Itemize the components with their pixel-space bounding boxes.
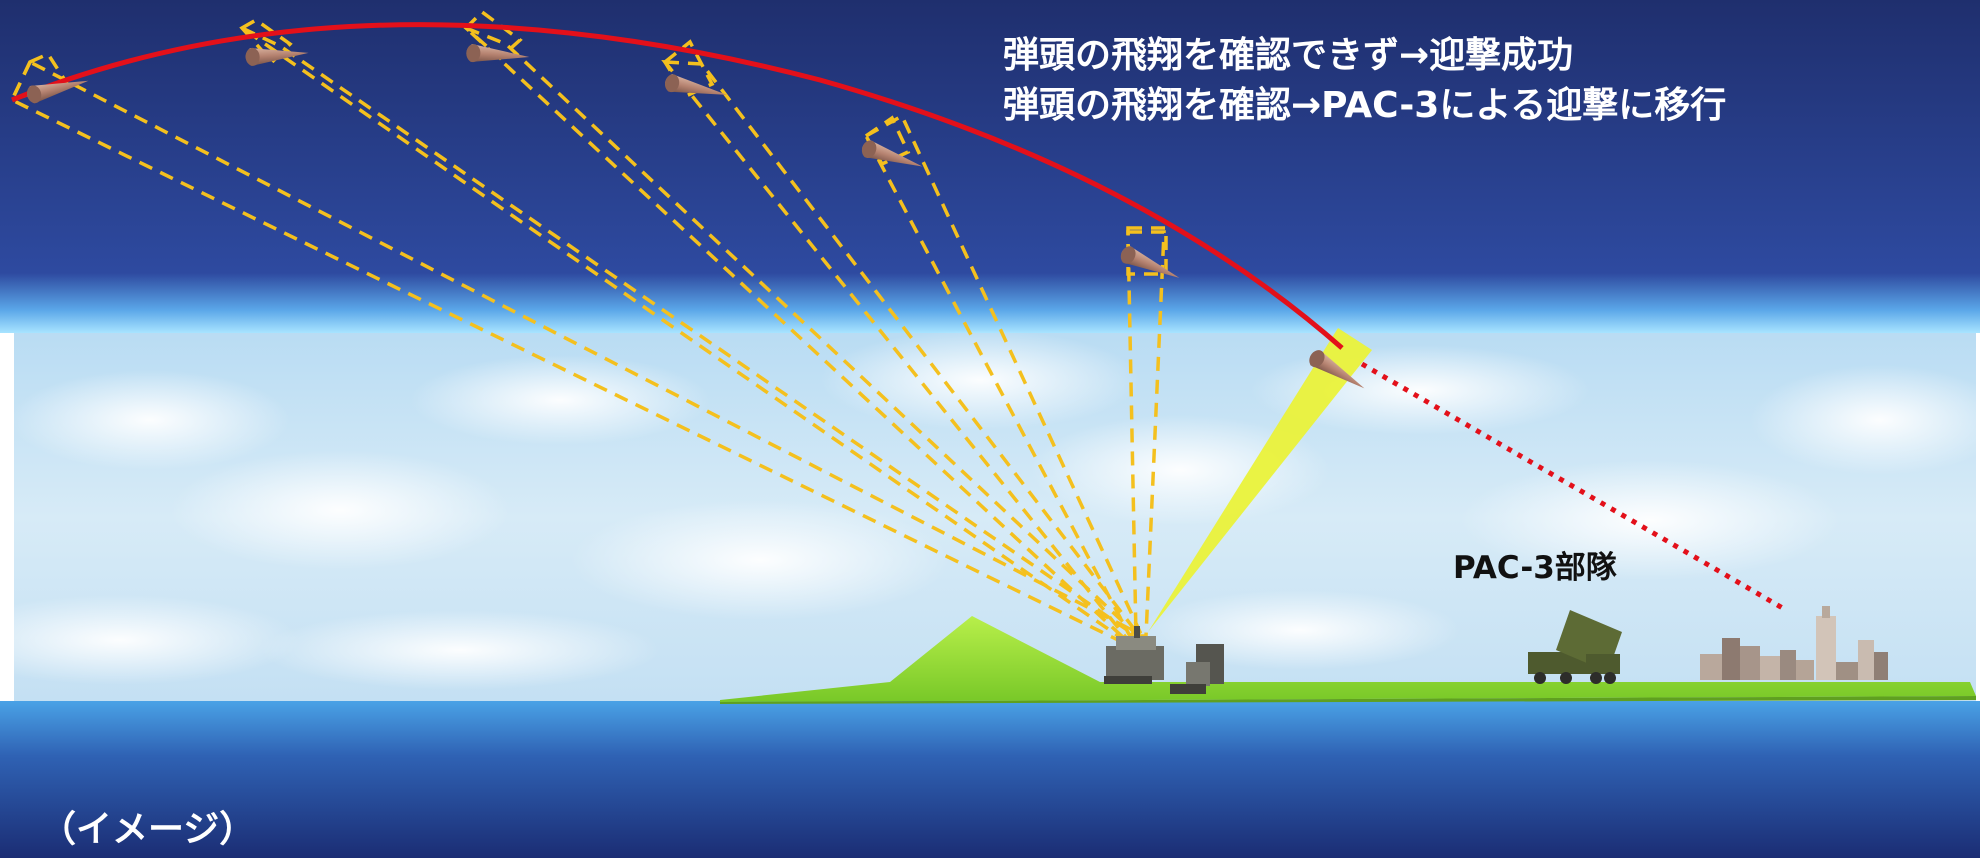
status-caption-line-1: 弾頭の飛翔を確認できず→迎撃成功 xyxy=(1003,35,1574,76)
ground xyxy=(720,616,1976,704)
image-note: （イメージ） xyxy=(40,809,256,850)
radar-beam-box xyxy=(463,9,523,61)
radar-icon xyxy=(1104,626,1224,694)
tracking-beam xyxy=(1148,328,1372,632)
radar-beam-box xyxy=(863,115,911,167)
pac3-unit-label: PAC-3部隊 xyxy=(1453,550,1617,586)
radar-beam xyxy=(661,60,1141,643)
pac3-launcher-icon xyxy=(1528,610,1622,684)
space-band xyxy=(0,0,1980,333)
radar-beam xyxy=(241,26,1133,643)
missile-trajectory xyxy=(11,22,1344,350)
city-icon xyxy=(1700,606,1888,680)
sea-band xyxy=(0,701,1980,858)
projected-trajectory xyxy=(1360,361,1788,613)
status-caption-line-2: 弾頭の飛翔を確認→PAC-3による迎撃に移行 xyxy=(1003,85,1727,126)
